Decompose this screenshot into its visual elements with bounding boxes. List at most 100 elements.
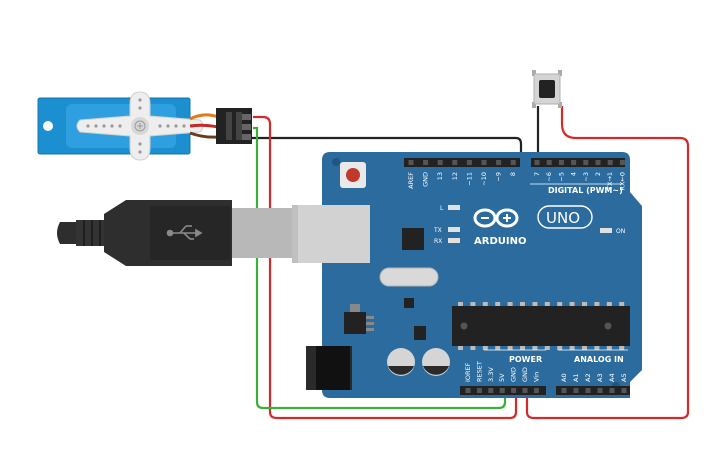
- power-pin-label: GND: [521, 367, 529, 382]
- power-pin-hole[interactable]: [488, 388, 494, 393]
- chip-pin: [594, 346, 600, 350]
- chip-dot: [604, 322, 612, 330]
- analog-pin-hole[interactable]: [573, 388, 579, 393]
- power-pin-label: GND: [510, 367, 518, 382]
- analog-header[interactable]: [556, 386, 630, 395]
- brand-label: ARDUINO: [474, 236, 526, 247]
- digital-pin-hole[interactable]: [466, 160, 472, 165]
- servo-mount-hole: [43, 121, 53, 131]
- analog-pin-hole[interactable]: [609, 388, 615, 393]
- digital-pin-hole[interactable]: [423, 160, 429, 165]
- usb-b-port[interactable]: [292, 205, 370, 263]
- digital-pin-label: ~6: [545, 172, 553, 182]
- chip-pin: [557, 346, 563, 350]
- servo-icon[interactable]: [37, 91, 252, 161]
- digital-pin-label: GND: [422, 172, 430, 187]
- digital-pin-label: 13: [436, 172, 444, 180]
- digital-pin-hole[interactable]: [510, 160, 516, 165]
- digital-pin-hole[interactable]: [571, 160, 577, 165]
- chip-pin: [532, 346, 538, 350]
- digital-pin-hole[interactable]: [534, 160, 540, 165]
- digital-pin-hole[interactable]: [619, 160, 625, 165]
- analog-pin-hole[interactable]: [561, 388, 567, 393]
- chip-pin: [594, 302, 600, 306]
- power-pin-hole[interactable]: [511, 388, 517, 393]
- capacitor: [422, 348, 450, 376]
- usb-cable-strain: [57, 222, 78, 244]
- regulator-pin: [366, 328, 374, 331]
- analog-pin-hole[interactable]: [597, 388, 603, 393]
- regulator-pin: [366, 322, 374, 325]
- chip-pin: [470, 302, 476, 306]
- chip-pins: [458, 302, 625, 350]
- chip-pin: [619, 302, 625, 306]
- digital-pin-label: TX→1: [606, 172, 614, 191]
- digital-pin-hole[interactable]: [496, 160, 502, 165]
- arduino-logo-icon: [473, 208, 519, 228]
- chip-pin: [495, 346, 501, 350]
- power-pin-hole[interactable]: [499, 388, 505, 393]
- chip-pin: [619, 346, 625, 350]
- power-pin-hole[interactable]: [533, 388, 539, 393]
- digital-pin-hole[interactable]: [546, 160, 552, 165]
- power-pin-label: IOREF: [464, 362, 472, 382]
- digital-header-left[interactable]: [404, 158, 520, 167]
- servo-wire-orange: [189, 113, 219, 121]
- usb-chip: [402, 228, 424, 250]
- pushbutton-icon[interactable]: [532, 70, 562, 108]
- servo-power-wire[interactable]: [253, 115, 518, 420]
- servo-horn-holes: [86, 98, 194, 154]
- usb-cable-icon[interactable]: [57, 200, 370, 266]
- digital-pin-hole[interactable]: [481, 160, 487, 165]
- power-pin-hole[interactable]: [476, 388, 482, 393]
- analog-pin-hole[interactable]: [621, 388, 627, 393]
- digital-header-label: DIGITAL (PWM~): [548, 186, 623, 195]
- digital-pin-label: RX←0: [618, 172, 626, 191]
- analog-header-label: ANALOG IN: [574, 355, 624, 364]
- dc-power-jack-front: [316, 346, 350, 390]
- led-tx-label: TX: [433, 227, 442, 234]
- chip-pin: [582, 346, 587, 350]
- digital-pin-hole[interactable]: [607, 160, 613, 165]
- digital-pin-label: 4: [570, 172, 578, 176]
- digital-pin-hole[interactable]: [452, 160, 458, 165]
- analog-pin-label: A3: [596, 373, 604, 382]
- crystal-oscillator: [379, 267, 439, 287]
- digital-pin-hole[interactable]: [558, 160, 564, 165]
- usb-metal-shell: [232, 208, 294, 258]
- digital-pin-hole[interactable]: [408, 160, 414, 165]
- chip-pin: [606, 302, 612, 306]
- power-pin-hole[interactable]: [522, 388, 528, 393]
- analog-pin-hole[interactable]: [585, 388, 591, 393]
- servo-horn-screw: [134, 120, 146, 132]
- pushbutton-cap[interactable]: [539, 80, 555, 98]
- chip-pin: [532, 302, 538, 306]
- button-power-wire[interactable]: [525, 106, 690, 420]
- reset-button-cap[interactable]: [346, 168, 360, 182]
- servo-signal-wire[interactable]: [250, 136, 523, 158]
- power-pin-hole[interactable]: [465, 388, 471, 393]
- led-tx: [448, 227, 460, 232]
- analog-pin-label: A1: [572, 373, 580, 382]
- chip-pin: [507, 302, 513, 306]
- chip-pin: [569, 346, 575, 350]
- digital-pin-hole[interactable]: [583, 160, 589, 165]
- digital-pin-hole[interactable]: [595, 160, 601, 165]
- smd-component: [404, 298, 414, 308]
- digital-pin-label: 12: [451, 172, 459, 180]
- led-on: [600, 228, 612, 233]
- servo-ground-wire[interactable]: [253, 126, 507, 410]
- analog-pin-label: A4: [608, 373, 616, 382]
- servo-wire-brown: [189, 131, 219, 139]
- chip-pin: [495, 302, 501, 306]
- chip-notch: [460, 322, 468, 330]
- chip-pin: [520, 346, 525, 350]
- chip-pin: [582, 302, 587, 306]
- chip-pin: [458, 302, 463, 306]
- atmega-chip: [452, 306, 630, 346]
- regulator-tab: [350, 304, 360, 312]
- digital-header-right[interactable]: [531, 158, 625, 167]
- digital-pin-hole[interactable]: [437, 160, 443, 165]
